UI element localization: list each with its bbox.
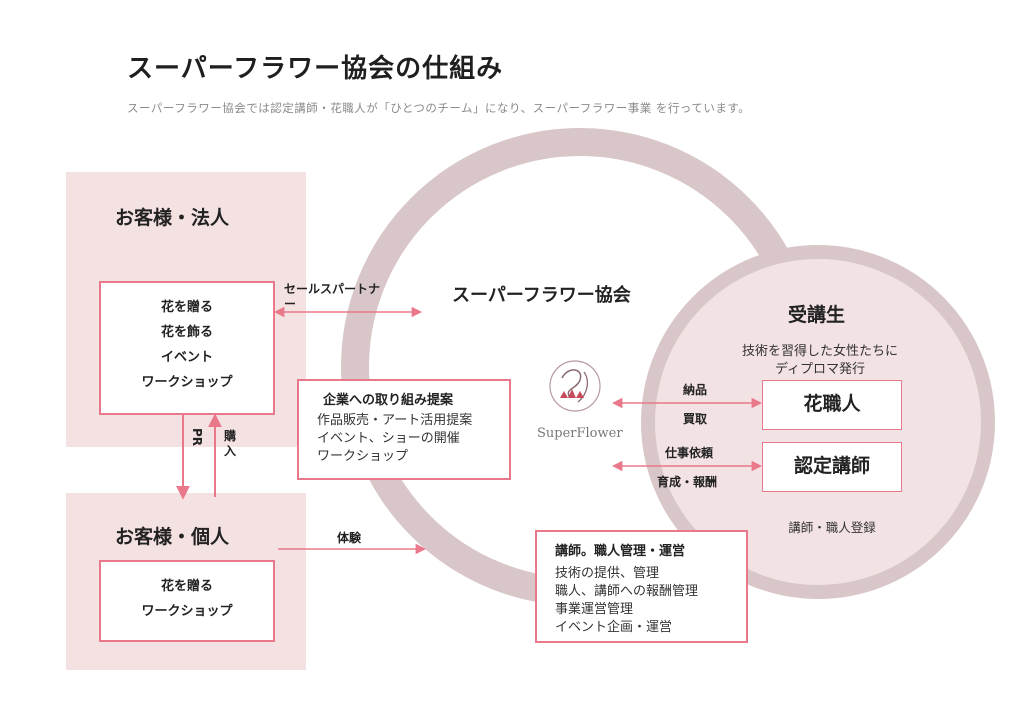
page-subtitle: スーパーフラワー協会では認定講師・花職人が「ひとつのチーム」になり、スーパーフラ… [127, 101, 751, 115]
management-title: 講師。職人管理・運営 [555, 544, 686, 559]
proposal-item: イベント、ショーの開催 [317, 431, 460, 446]
flower-artisan-box: 花職人 [762, 380, 902, 430]
flower-artisan-label: 花職人 [803, 393, 861, 415]
management-item: イベント企画・運営 [555, 620, 673, 635]
students-description: 技術を習得した女性たちに ディプロマ発行 [720, 343, 920, 379]
management-item: 職人、講師への報酬管理 [555, 584, 699, 599]
corporate-title: お客様・法人 [115, 207, 230, 229]
individual-title: お客様・個人 [115, 526, 230, 548]
management-item: 技術の提供、管理 [555, 566, 660, 581]
page-title: スーパーフラワー協会の仕組み [127, 54, 504, 84]
corporate-item: 花を贈る [160, 300, 213, 315]
purchase-label-text: 購入 [224, 429, 237, 458]
job-request-label: 仕事依頼 [665, 446, 714, 460]
logo-text: SuperFlower [537, 426, 623, 441]
training-reward-label: 育成・報酬 [657, 475, 718, 489]
students-desc-line: 技術を習得した女性たちに [741, 344, 898, 359]
superflower-logo [540, 358, 620, 418]
experience-label: 体験 [337, 531, 362, 545]
registration-label: 講師・職人登録 [788, 520, 876, 535]
lotus-icon [549, 360, 601, 412]
proposal-item: ワークショップ [317, 449, 409, 464]
corporate-item: ワークショップ [141, 375, 233, 390]
corporate-item: イベント [160, 350, 213, 365]
sales-partner-label: セールスパートナー [284, 282, 381, 311]
association-title: スーパーフラワー協会 [452, 285, 631, 306]
corporate-item: 花を飾る [160, 325, 213, 340]
students-desc-line: ディプロマ発行 [774, 362, 866, 377]
individual-services-box: 花を贈る ワークショップ [99, 560, 275, 642]
buyback-label: 買取 [683, 412, 708, 426]
proposal-item: 作品販売・アート活用提案 [317, 413, 473, 428]
certified-instructor-box: 認定講師 [762, 442, 902, 492]
purchase-label: 購入 [224, 429, 238, 459]
management-box: 講師。職人管理・運営 技術の提供、管理 職人、講師への報酬管理 事業運営管理 イ… [535, 530, 748, 643]
delivery-label: 納品 [683, 383, 708, 397]
proposal-title: 企業への取り組み提案 [323, 393, 454, 408]
proposal-box: 企業への取り組み提案 作品販売・アート活用提案 イベント、ショーの開催 ワークシ… [297, 379, 511, 480]
pr-label: PR [190, 428, 204, 447]
individual-item: ワークショップ [141, 604, 233, 619]
corporate-services-box: 花を贈る 花を飾る イベント ワークショップ [99, 281, 275, 415]
certified-instructor-label: 認定講師 [793, 455, 870, 477]
students-title: 受講生 [788, 304, 846, 326]
individual-item: 花を贈る [160, 579, 213, 594]
management-item: 事業運営管理 [555, 602, 634, 617]
